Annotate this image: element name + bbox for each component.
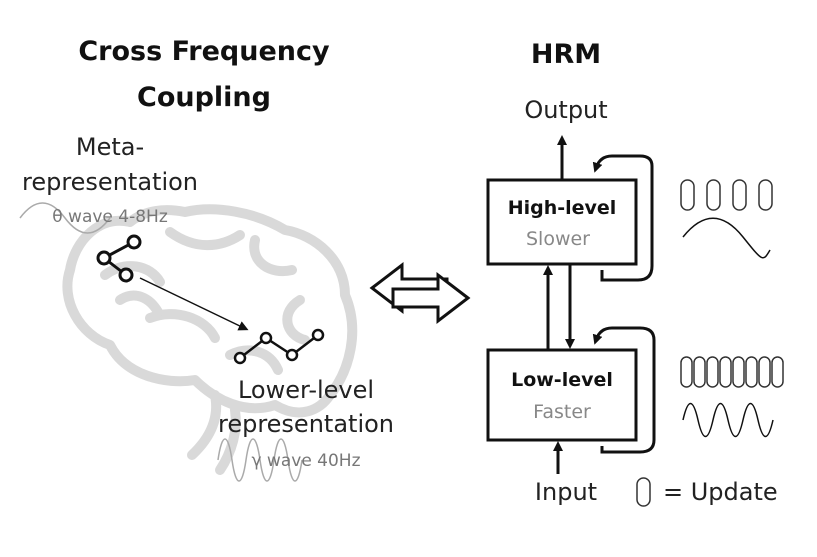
theta-wave-icon [19, 202, 111, 234]
hrm-title: HRM [531, 39, 601, 70]
left-title-line2: Coupling [137, 82, 271, 113]
low-level-update-pill [758, 356, 771, 388]
lower-graph-icon [233, 328, 325, 365]
low-level-update-pill [771, 356, 784, 388]
low-level-module [486, 348, 638, 442]
correspondence-double-arrow [369, 261, 471, 325]
left-title-line1: Cross Frequency [78, 36, 330, 67]
low-level-fast-wave-icon [682, 402, 774, 438]
meta-label-line2: representation [22, 168, 198, 196]
low-level-update-pill [745, 356, 758, 388]
update-legend-icon [636, 477, 651, 507]
update-legend-label: = Update [663, 478, 778, 506]
low-level-title: Low-level [511, 369, 613, 391]
high-level-update-pills [680, 179, 773, 211]
low-level-recurrent-loop [592, 326, 656, 454]
output-label: Output [524, 96, 607, 124]
high-level-module [486, 178, 638, 266]
high-level-recurrent-loop [592, 154, 654, 282]
high-level-update-pill [680, 179, 695, 211]
low-level-update-pills [680, 356, 784, 388]
low-level-update-pill [732, 356, 745, 388]
low-level-update-pill [706, 356, 719, 388]
meta-label-line1: Meta- [76, 133, 144, 161]
high-level-update-pill [706, 179, 721, 211]
high-level-update-pill [758, 179, 773, 211]
brain-illustration [62, 204, 358, 475]
high-level-slow-wave-icon [682, 217, 771, 259]
lower-label-line2: representation [218, 410, 394, 438]
high-level-title: High-level [508, 197, 617, 219]
meta-graph-icon [96, 234, 142, 283]
theta-wave-label: θ wave 4-8Hz [52, 207, 168, 227]
meta-to-lower-arrow [139, 277, 249, 331]
gamma-wave-icon [217, 438, 303, 482]
low-level-speed: Faster [533, 401, 591, 423]
input-label: Input [535, 478, 597, 506]
low-level-update-pill [719, 356, 732, 388]
high-level-speed: Slower [526, 228, 590, 250]
low-level-update-pill [680, 356, 693, 388]
gamma-wave-label: γ wave 40Hz [251, 451, 360, 471]
lower-label-line1: Lower-level [238, 376, 374, 404]
high-level-update-pill [732, 179, 747, 211]
low-level-update-pill [693, 356, 706, 388]
